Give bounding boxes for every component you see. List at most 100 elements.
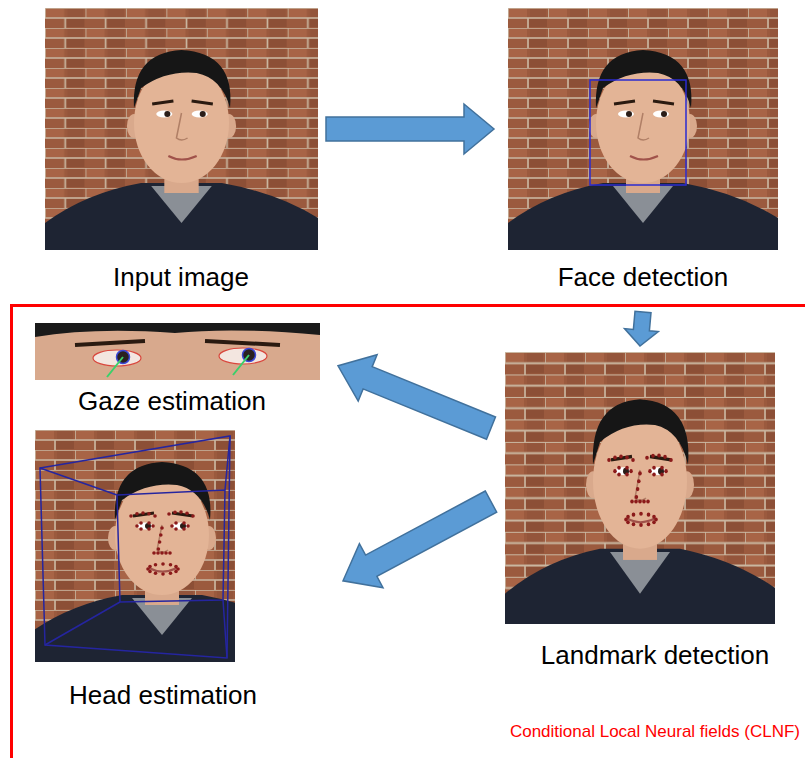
photo-circle-shape <box>167 512 171 516</box>
photo-circle-shape <box>632 522 636 526</box>
photo-path-shape <box>593 399 689 464</box>
photo-path-shape <box>176 113 187 140</box>
step-caption: Input image <box>113 262 249 292</box>
photo-circle-shape <box>652 520 656 524</box>
photo-circle-shape <box>660 472 664 476</box>
photo-rect-shape <box>505 352 775 624</box>
photo-circle-shape <box>182 527 186 531</box>
photo-circle-shape <box>625 472 629 476</box>
photo <box>35 430 235 662</box>
photo-circle-shape <box>651 454 655 458</box>
image-step: Head estimation <box>35 430 235 662</box>
photo-circle-shape <box>613 469 617 473</box>
photo-circle-shape <box>634 499 638 503</box>
photo-circle-shape <box>626 515 630 519</box>
photo-path-shape <box>596 50 692 108</box>
photo <box>505 352 775 624</box>
block-arrow <box>343 491 497 588</box>
photo-circle-shape <box>191 514 195 518</box>
photo-path-shape <box>638 113 649 140</box>
photo-circle-shape <box>169 572 173 576</box>
photo-circle-shape <box>157 547 161 551</box>
photo-rect-shape <box>590 80 686 185</box>
photo-path-shape <box>152 101 213 104</box>
photo-circle-shape <box>153 514 157 518</box>
photo-circle-shape <box>642 499 646 503</box>
photo-circle-shape <box>630 499 634 503</box>
photo-circle-shape <box>147 512 151 516</box>
photo-circle-shape <box>182 521 186 525</box>
photo-path-shape <box>40 436 230 658</box>
block-arrow <box>338 355 496 440</box>
photo-circle-shape <box>635 495 639 499</box>
photo-path-shape <box>157 525 168 552</box>
photo-path-shape <box>75 341 280 345</box>
photo <box>35 323 320 380</box>
photo-circle-shape <box>148 565 152 569</box>
step-caption: Face detection <box>558 262 729 292</box>
photo-g-shape <box>35 462 235 662</box>
image-step: Gaze estimation <box>35 323 320 380</box>
photo-circle-shape <box>638 471 642 475</box>
photo-path-shape <box>117 490 225 602</box>
photo-circle-shape <box>174 565 178 569</box>
photo-circle-shape <box>657 453 661 457</box>
photo-circle-shape <box>652 515 656 519</box>
photo-path-shape <box>627 518 655 522</box>
photo-circle-shape <box>161 562 165 566</box>
photo-circle-shape <box>186 524 190 528</box>
photo-path-shape <box>508 183 778 250</box>
photo-circle-shape <box>647 522 651 526</box>
photo-circle-shape <box>638 499 642 503</box>
photo-circle-shape <box>660 466 664 470</box>
photo-circle-shape <box>639 523 643 527</box>
photo-circle-shape <box>139 527 143 531</box>
photo-circle-shape <box>607 458 611 462</box>
region-label: Conditional Local Neural fields (CLNF) <box>510 722 800 742</box>
image-step: Face detection <box>508 8 778 250</box>
photo-circle-shape <box>617 466 621 470</box>
photo-circle-shape <box>631 458 635 462</box>
photo-circle-shape <box>617 472 621 476</box>
photo-circle-shape <box>625 466 629 470</box>
photo-rect-shape <box>45 8 318 250</box>
photo-circle-shape <box>164 551 168 555</box>
photo-circle-shape <box>639 512 643 516</box>
photo-circle-shape <box>669 458 673 462</box>
block-arrow <box>326 104 494 154</box>
photo-ellipse-shape <box>192 111 208 118</box>
photo-ellipse-shape <box>156 111 172 118</box>
photo-circle-shape <box>663 455 667 459</box>
photo-rect-shape <box>508 8 778 250</box>
photo-circle-shape <box>141 511 145 515</box>
photo-path-shape <box>630 156 658 160</box>
photo-circle-shape <box>129 514 133 518</box>
photo-circle-shape <box>152 551 156 555</box>
step-caption: Landmark detection <box>541 640 769 670</box>
photo-circle-shape <box>652 466 656 470</box>
photo-circle-shape <box>160 551 164 555</box>
photo-circle-shape <box>179 510 183 514</box>
photo-circle-shape <box>647 513 651 517</box>
photo-path-shape <box>149 568 177 572</box>
image-step: Input image <box>45 8 318 250</box>
photo-circle-shape <box>154 572 158 576</box>
photo-circle-shape <box>173 511 177 515</box>
photo-circle-shape <box>661 111 667 117</box>
photo-circle-shape <box>151 524 155 528</box>
photo-circle-shape <box>159 533 163 537</box>
photo-path-shape <box>35 323 320 337</box>
photo-circle-shape <box>164 111 170 117</box>
photo <box>508 8 778 250</box>
photo-circle-shape <box>161 572 165 576</box>
photo-ellipse-shape <box>618 111 634 118</box>
photo-circle-shape <box>626 111 632 117</box>
photo-circle-shape <box>646 499 650 503</box>
photo-path-shape <box>134 50 231 108</box>
photo-path-shape <box>45 183 318 250</box>
photo-circle-shape <box>174 570 178 574</box>
step-caption: Gaze estimation <box>78 386 266 416</box>
photo-circle-shape <box>645 456 649 460</box>
step-caption: Head estimation <box>69 680 257 710</box>
method-region: Conditional Local Neural fields (CLNF) Ga… <box>10 304 805 758</box>
